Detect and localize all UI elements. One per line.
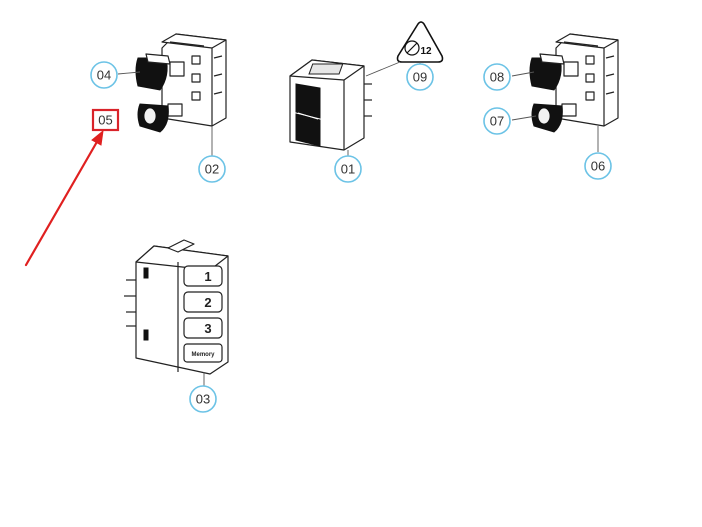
part-07-lower-button[interactable]	[531, 103, 563, 133]
part-09-warning-label[interactable]: 12	[396, 21, 444, 63]
part-08-upper-button[interactable]	[529, 53, 565, 91]
part-06-switch-block[interactable]	[555, 33, 619, 127]
keypad-key-2-label: 2	[204, 295, 211, 310]
part-04-upper-button[interactable]	[135, 53, 171, 91]
part-01-rocker-switch[interactable]	[289, 59, 372, 151]
keypad-key-1-label: 1	[204, 269, 211, 284]
keypad-key-3-label: 3	[204, 321, 211, 336]
callout-09-label: 09	[413, 70, 427, 85]
callout-08[interactable]: 08	[483, 63, 511, 91]
callout-09[interactable]: 09	[406, 63, 434, 91]
callout-06[interactable]: 06	[584, 152, 612, 180]
callout-06-label: 06	[591, 159, 605, 174]
callout-07-label: 07	[490, 114, 504, 129]
callout-03-label: 03	[196, 392, 210, 407]
callout-05-label: 05	[98, 113, 112, 128]
leader-lines	[117, 61, 599, 386]
callout-04-label: 04	[97, 68, 111, 83]
callout-01[interactable]: 01	[334, 155, 362, 183]
callout-04[interactable]: 04	[90, 61, 118, 89]
part-03-memory-keypad[interactable]: 1 2 3 Memory	[124, 239, 229, 375]
callout-05-highlighted[interactable]: 05	[91, 108, 120, 132]
callout-02-label: 02	[205, 162, 219, 177]
callout-07[interactable]: 07	[483, 107, 511, 135]
callout-03[interactable]: 03	[189, 385, 217, 413]
callout-02[interactable]: 02	[198, 155, 226, 183]
callout-01-label: 01	[341, 162, 355, 177]
warning-label-text: 12	[420, 46, 432, 57]
callout-08-label: 08	[490, 70, 504, 85]
part-05-lower-button[interactable]	[137, 103, 169, 133]
red-arrow-pointer	[24, 129, 104, 267]
keypad-key-memory-label: Memory	[191, 352, 215, 358]
part-02-switch-block[interactable]	[161, 33, 227, 127]
